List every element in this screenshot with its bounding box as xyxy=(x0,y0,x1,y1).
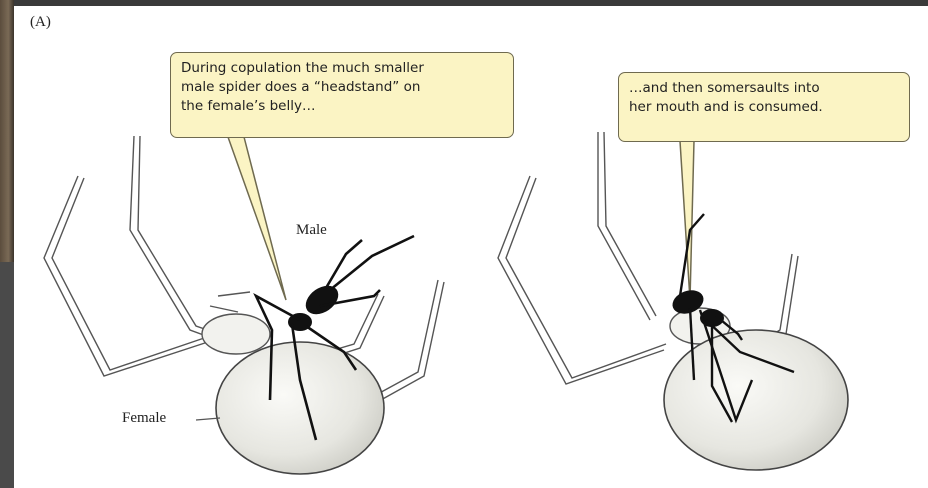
female-abdomen xyxy=(216,342,384,474)
callout-consumed: …and then somersaults into her mouth and… xyxy=(618,72,910,142)
female-leg-3 xyxy=(210,292,250,312)
female-right-leg-2 xyxy=(598,132,656,320)
female-spider-left xyxy=(44,136,444,474)
panel-label: (A) xyxy=(30,14,51,31)
female-label: Female xyxy=(122,410,166,427)
female-leg-1 xyxy=(44,176,216,376)
female-cephalothorax xyxy=(202,314,270,354)
male-label: Male xyxy=(296,222,327,239)
female-right-leg-1 xyxy=(498,176,666,384)
callout-left-pointer xyxy=(228,137,286,300)
callout-headstand: During copulation the much smaller male … xyxy=(170,52,514,138)
female-spider-right xyxy=(498,132,848,470)
